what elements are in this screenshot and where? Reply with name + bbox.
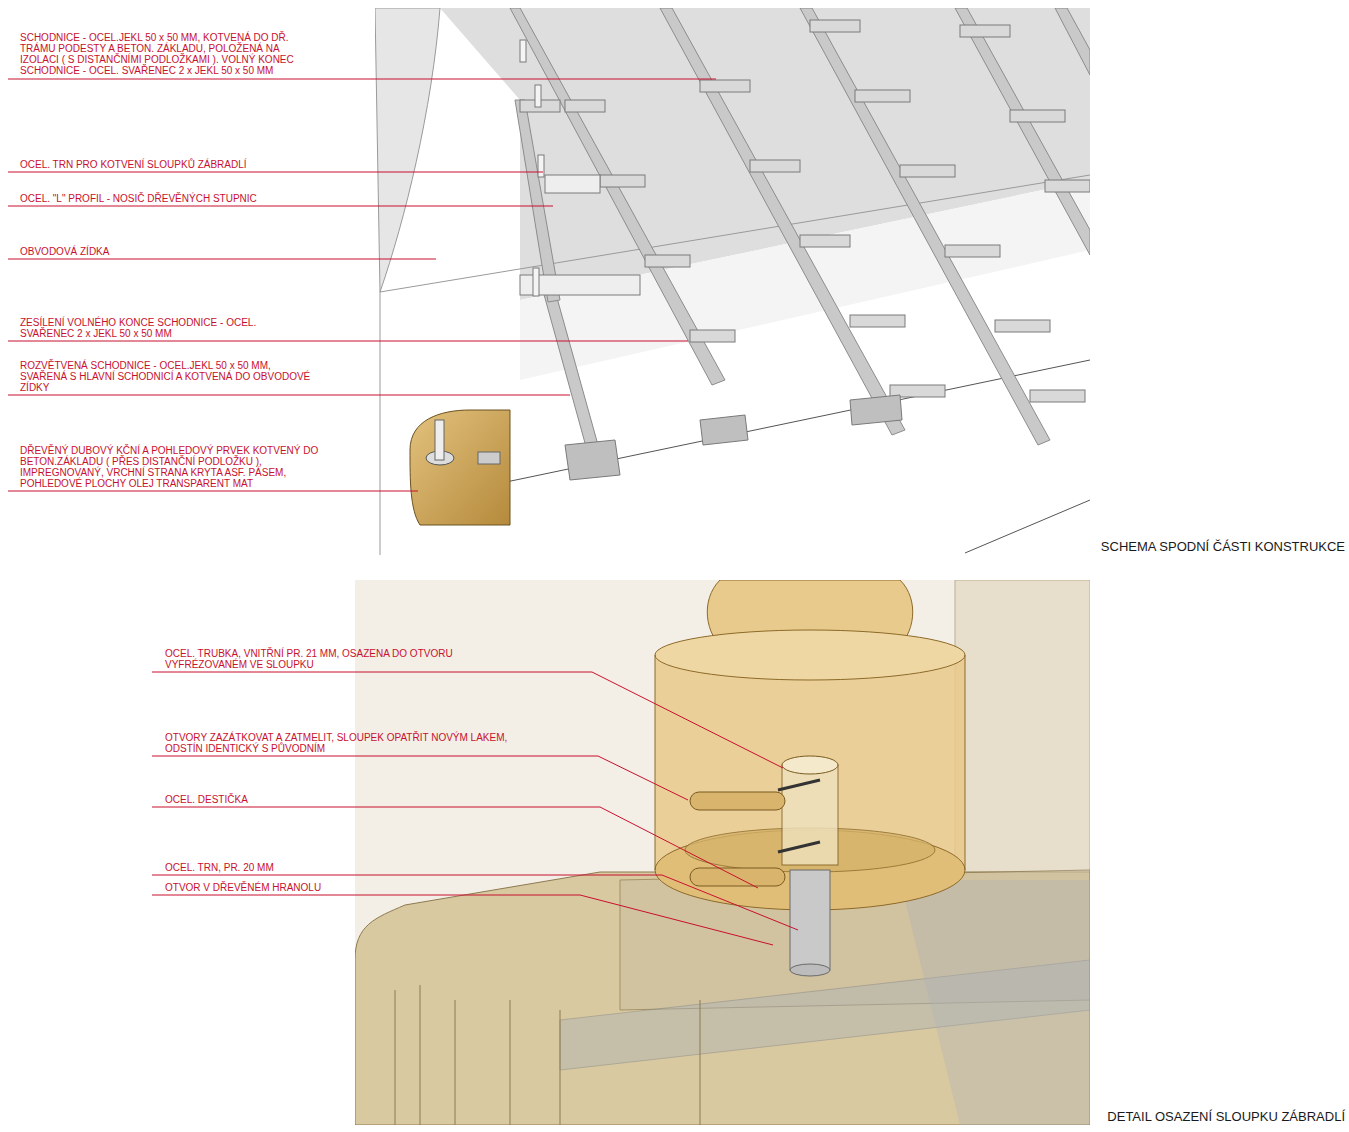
callout-label: OTVOR V DŘEVĚNÉM HRANOLU bbox=[165, 882, 495, 893]
callout-label: ROZVĚTVENÁ SCHODNICE - OCEL.JEKL 50 x 50… bbox=[20, 360, 320, 393]
callout-label: SCHODNICE - OCEL.JEKL 50 x 50 MM, KOTVEN… bbox=[20, 32, 320, 76]
callout-label: OTVORY ZAZÁTKOVAT A ZATMELIT, SLOUPEK OP… bbox=[165, 732, 540, 754]
post-detail bbox=[355, 580, 1090, 1125]
callout-label: OCEL. TRUBKA, VNITŘNÍ PR. 21 MM, OSAZENA… bbox=[165, 648, 515, 670]
drawing-caption: SCHEMA SPODNÍ ČÁSTI KONSTRUKCE bbox=[1101, 539, 1345, 554]
callout-label: OBVODOVÁ ZÍDKA bbox=[20, 246, 350, 257]
callout-label: OCEL. TRN PRO KOTVENÍ SLOUPKŮ ZÁBRADLÍ bbox=[20, 159, 350, 170]
drawing-caption: DETAIL OSAZENÍ SLOUPKU ZÁBRADLÍ bbox=[1107, 1109, 1345, 1124]
callout-label: ZESÍLENÍ VOLNÉHO KONCE SCHODNICE - OCEL.… bbox=[20, 317, 310, 339]
callout-label: OCEL. "L" PROFIL - NOSIČ DŘEVĚNÝCH STUPN… bbox=[20, 193, 350, 204]
callout-label: OCEL. TRN, PR. 20 MM bbox=[165, 862, 495, 873]
callout-label: DŘEVĚNÝ DUBOVÝ KČNÍ A POHLEDOVÝ PRVEK KO… bbox=[20, 445, 320, 489]
leader-lines bbox=[8, 79, 798, 945]
stair-schema bbox=[375, 8, 1090, 555]
callout-label: OCEL. DESTIČKA bbox=[165, 794, 495, 805]
